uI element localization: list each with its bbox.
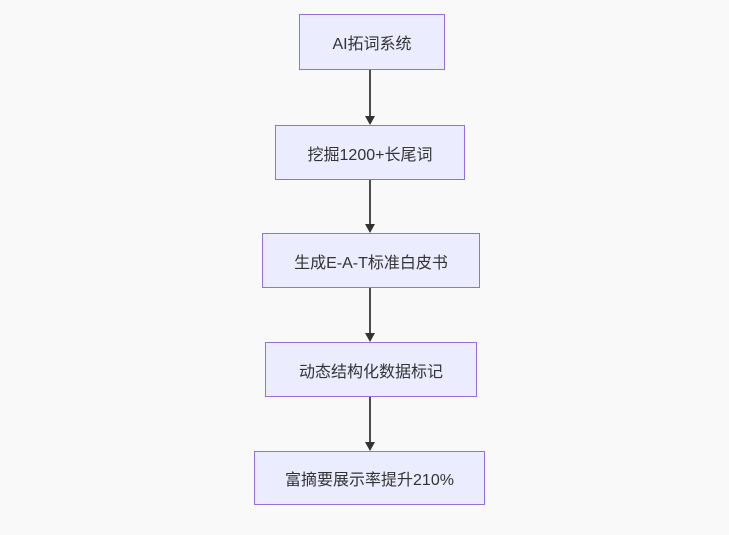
- arrow-shaft: [369, 397, 371, 444]
- flow-arrow: [364, 180, 376, 233]
- flow-node-ai-word-expansion: AI拓词系统: [299, 14, 445, 70]
- flow-arrow: [364, 288, 376, 342]
- flow-node-structured-data-markup: 动态结构化数据标记: [265, 342, 477, 397]
- flow-node-label: 富摘要展示率提升210%: [285, 472, 454, 489]
- flow-node-label: 生成E-A-T标准白皮书: [294, 254, 448, 272]
- arrowhead-down-icon: [365, 224, 375, 233]
- flow-node-rich-snippet-result: 富摘要展示率提升210%: [254, 451, 485, 505]
- arrow-shaft: [369, 288, 371, 335]
- flow-arrow: [364, 397, 376, 451]
- flow-node-label: AI拓词系统: [332, 36, 412, 53]
- arrowhead-down-icon: [365, 442, 375, 451]
- flow-arrow: [364, 70, 376, 125]
- flow-node-eat-whitepaper: 生成E-A-T标准白皮书: [262, 233, 480, 288]
- arrow-shaft: [369, 70, 371, 118]
- flow-node-longtail-mining: 挖掘1200+长尾词: [275, 125, 465, 180]
- flow-node-label: 挖掘1200+长尾词: [307, 146, 433, 164]
- arrowhead-down-icon: [365, 116, 375, 125]
- arrow-shaft: [369, 180, 371, 226]
- arrowhead-down-icon: [365, 333, 375, 342]
- flow-node-label: 动态结构化数据标记: [298, 363, 443, 381]
